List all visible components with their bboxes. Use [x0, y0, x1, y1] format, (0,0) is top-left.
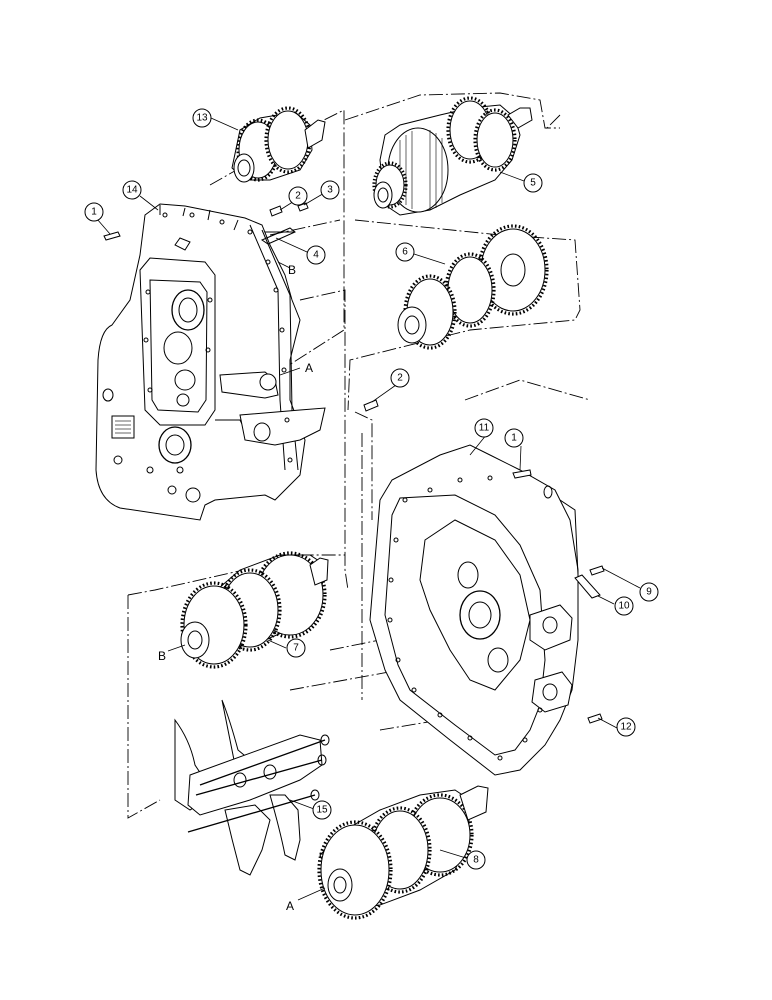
- callout-10: 10: [614, 596, 634, 616]
- callout-label: 9: [646, 587, 652, 598]
- main-shaft-assembly-8: [317, 785, 489, 920]
- leader-lines: [96, 117, 641, 901]
- reference-letter-a: A: [286, 899, 294, 913]
- callouts: 1 2 3 4 5 6 13 14 2 11 1 9 10 7 12 15 8: [84, 108, 659, 870]
- rear-housing-11: [369, 444, 579, 776]
- callout-2: 2: [288, 186, 308, 206]
- gear-cluster-6: [397, 224, 549, 350]
- gear-assembly-7: [180, 551, 329, 669]
- callout-label: 2: [397, 373, 403, 384]
- callout-2: 2: [390, 368, 410, 388]
- reference-letter-a: A: [305, 361, 313, 375]
- callout-14: 14: [122, 180, 142, 200]
- callout-6: 6: [395, 242, 415, 262]
- callout-3: 3: [320, 180, 340, 200]
- callout-label: 1: [91, 207, 97, 218]
- callout-label: 2: [295, 191, 301, 202]
- callout-7: 7: [286, 638, 306, 658]
- callout-5: 5: [523, 173, 543, 193]
- callout-label: 1: [511, 433, 517, 444]
- callout-label: 8: [473, 855, 479, 866]
- callout-13: 13: [192, 108, 212, 128]
- callout-label: 4: [313, 250, 319, 261]
- callout-label: 5: [530, 178, 536, 189]
- callout-label: 10: [618, 601, 630, 612]
- callout-label: 12: [620, 722, 632, 733]
- letter-references: B A B A: [158, 263, 313, 913]
- callout-label: 3: [327, 185, 333, 196]
- callout-11: 11: [474, 418, 494, 438]
- callout-label: 14: [126, 185, 138, 196]
- callout-8: 8: [466, 850, 486, 870]
- callout-4: 4: [306, 245, 326, 265]
- reference-letter-b: B: [288, 263, 296, 277]
- callout-label: 11: [479, 423, 490, 434]
- callout-12: 12: [616, 717, 636, 737]
- callout-label: 6: [402, 247, 408, 258]
- callout-15: 15: [312, 800, 332, 820]
- callout-1: 1: [504, 428, 524, 448]
- callout-9: 9: [639, 582, 659, 602]
- reference-letter-b: B: [158, 649, 166, 663]
- gear-assembly-5: [372, 96, 533, 216]
- callout-1: 1: [84, 202, 104, 222]
- callout-label: 13: [196, 113, 208, 124]
- gear-assembly-13: [231, 106, 326, 183]
- shift-fork-assembly-15: [174, 699, 330, 876]
- front-housing-14: [95, 203, 326, 521]
- callout-label: 15: [316, 805, 328, 816]
- callout-label: 7: [293, 643, 299, 654]
